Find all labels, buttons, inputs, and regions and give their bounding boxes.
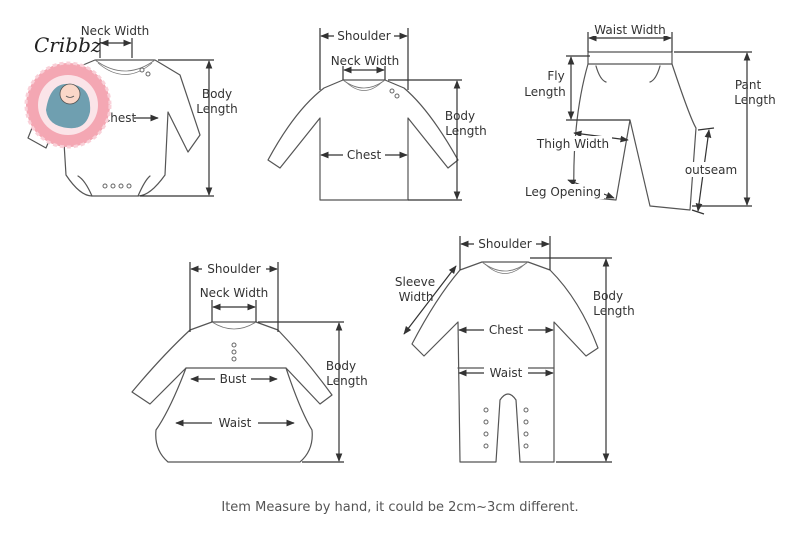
romper-chest-measure: Chest	[458, 322, 554, 338]
dress-body-length-measure: Body Length	[258, 321, 368, 463]
brand-logo: Cribbz	[24, 33, 112, 149]
shirt-chest-measure: Chest	[320, 147, 408, 163]
onesie-drawing	[27, 59, 201, 197]
onesie-body-length-label-1: Body	[202, 87, 232, 101]
pants-pant-length-measure: Pant Length	[674, 51, 776, 207]
shirt-shoulder-measure: Shoulder	[319, 28, 409, 90]
dress-bust-label: Bust	[220, 372, 247, 386]
onesie-chest-label: Chest	[102, 111, 137, 125]
dress-shoulder-label: Shoulder	[207, 262, 261, 276]
shirt-neck-width-label: Neck Width	[331, 54, 400, 68]
dress-neck-width-label: Neck Width	[200, 286, 269, 300]
shirt-chest-label: Chest	[347, 148, 382, 162]
pants-thigh-width-label: Thigh Width	[536, 137, 609, 151]
measurement-note: Item Measure by hand, it could be 2cm~3c…	[221, 500, 579, 515]
dress-body-length-label-1: Body	[326, 359, 356, 373]
pants-pant-length-label-2: Length	[734, 93, 775, 107]
pants-fly-length-measure: Fly Length	[524, 55, 630, 121]
dress-neck-width-measure: Neck Width	[200, 286, 269, 322]
shirt-shoulder-label: Shoulder	[337, 29, 391, 43]
pants-waist-width-measure: Waist Width	[587, 22, 673, 52]
onesie-body-length-measure: Body Length	[140, 59, 238, 197]
shirt-body-length-label-1: Body	[445, 109, 475, 123]
shirt-body-length-measure: Body Length	[388, 79, 487, 201]
dress-waist-measure: Waist	[175, 415, 295, 431]
pants-outseam-label: outseam	[685, 163, 737, 177]
romper-sleeve-width-label-1: Sleeve	[395, 275, 435, 289]
romper-sleeve-width-label-2: Width	[399, 290, 434, 304]
pants-fly-length-label-2: Length	[524, 85, 565, 99]
romper-sleeve-width-measure: Sleeve Width	[395, 265, 457, 335]
pants-waist-width-label: Waist Width	[594, 23, 665, 37]
shirt-neck-width-measure: Neck Width	[331, 54, 400, 80]
pants-leg-opening-label: Leg Opening	[525, 185, 601, 199]
romper-body-length-label-2: Length	[593, 304, 634, 318]
pants-thigh-width-measure: Thigh Width	[534, 130, 629, 151]
romper-drawing	[411, 261, 599, 463]
romper-chest-label: Chest	[489, 323, 524, 337]
pants-pant-length-label-1: Pant	[735, 78, 762, 92]
onesie-neck-width-measure: Neck Width	[81, 24, 150, 58]
dress-shoulder-measure: Shoulder	[189, 261, 279, 332]
dress-bust-measure: Bust	[190, 371, 278, 387]
shirt-drawing	[267, 79, 459, 201]
onesie-body-length-label-2: Length	[196, 102, 237, 116]
onesie-neck-width-label: Neck Width	[81, 24, 150, 38]
dress-waist-label: Waist	[219, 416, 252, 430]
dress-drawing	[131, 321, 333, 463]
romper-shoulder-label: Shoulder	[478, 237, 532, 251]
onesie-chest-measure: Chest	[77, 110, 159, 126]
pants-drawing	[573, 51, 697, 211]
romper-body-length-label-1: Body	[593, 289, 623, 303]
romper-shoulder-measure: Shoulder	[459, 236, 551, 270]
logo-text: Cribbz	[34, 33, 102, 57]
pants-fly-length-label-1: Fly	[547, 69, 564, 83]
dress-body-length-label-2: Length	[326, 374, 367, 388]
pants-leg-opening-measure: Leg Opening	[522, 179, 615, 199]
shirt-body-length-label-2: Length	[445, 124, 486, 138]
pants-outseam-measure: outseam	[682, 127, 740, 215]
romper-waist-measure: Waist	[458, 365, 554, 381]
romper-body-length-measure: Body Length	[530, 257, 635, 463]
romper-waist-label: Waist	[490, 366, 523, 380]
